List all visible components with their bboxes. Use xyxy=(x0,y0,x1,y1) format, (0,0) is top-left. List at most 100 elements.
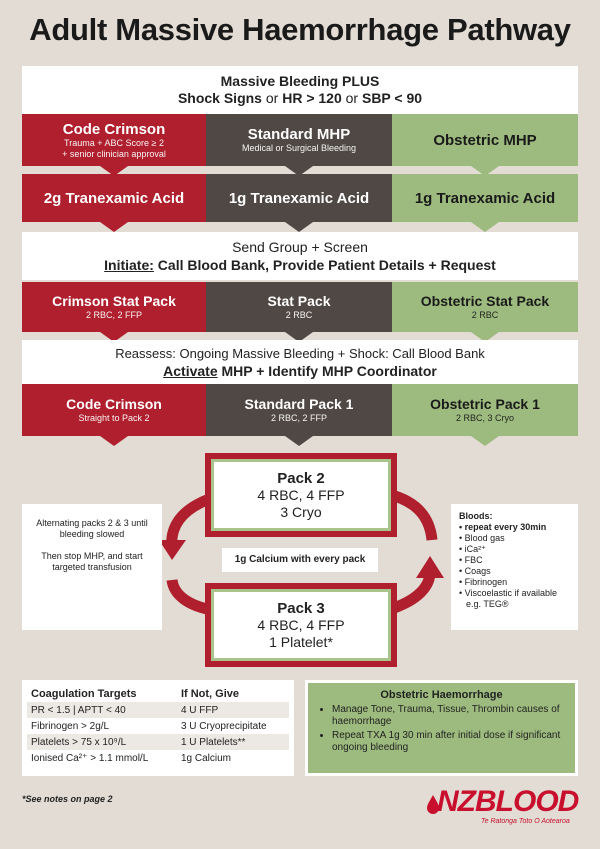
bloods-item-text: Coags xyxy=(464,566,491,576)
bloods-item-text: Blood gas xyxy=(464,533,505,543)
coag-target: Fibrinogen > 2g/L xyxy=(31,720,110,732)
txa-obstetric: 1g Tranexamic Acid xyxy=(392,174,578,232)
stat-pack-label: Obstetric Stat Pack xyxy=(420,293,550,309)
footnote: *See notes on page 2 xyxy=(22,794,113,804)
table-row: PR < 1.5 | APTT < 40 4 U FFP xyxy=(27,702,289,718)
initiate-keyword: Initiate: xyxy=(104,257,154,273)
obstetric-list: Manage Tone, Trauma, Tissue, Thrombin ca… xyxy=(318,704,565,754)
reassess-line2: Activate MHP + Identify MHP Coordinator xyxy=(22,362,578,380)
pack3-inner: Pack 3 4 RBC, 4 FFP 1 Platelet* xyxy=(214,592,388,658)
coag-target: PR < 1.5 | APTT < 40 xyxy=(27,702,177,718)
standard-pack1: Standard Pack 1 2 RBC, 2 FFP xyxy=(206,384,392,446)
coag-give: 1g Calcium xyxy=(180,752,231,764)
pack3-line2: 1 Platelet* xyxy=(269,633,333,650)
pathway-label: Code Crimson xyxy=(62,120,166,138)
standard-mhp-pathway: Standard MHP Medical or Surgical Bleedin… xyxy=(206,114,392,176)
pathway-sub: Medical or Surgical Bleeding xyxy=(241,143,357,153)
right-arrowhead xyxy=(416,556,444,578)
stat-pack-sub: 2 RBC xyxy=(285,310,313,320)
bloods-item: • Fibrinogen xyxy=(459,577,508,587)
coag-target: Platelets > 75 x 10⁹/L xyxy=(27,734,177,750)
obstetric-haemorrhage-panel: Obstetric Haemorrhage Manage Tone, Traum… xyxy=(305,680,578,776)
txa-label: 1g Tranexamic Acid xyxy=(414,189,556,207)
coag-header: Coagulation Targets xyxy=(31,688,137,700)
trigger-line2: Shock Signs or HR > 120 or SBP < 90 xyxy=(22,90,578,107)
bloods-item-text: iCa²⁺ xyxy=(464,544,486,554)
bloods-item: • repeat every 30min xyxy=(459,522,547,532)
pack2-title: Pack 2 xyxy=(277,469,325,487)
stat-pack-sub: 2 RBC xyxy=(471,310,499,320)
pack2-frame: Pack 2 4 RBC, 4 FFP 3 Cryo xyxy=(211,459,391,531)
coag-give: 3 U Cryoprecipitate xyxy=(180,720,267,732)
txa-label: 1g Tranexamic Acid xyxy=(228,189,370,207)
code-crimson-pack: Code Crimson Straight to Pack 2 xyxy=(22,384,206,446)
pack3-title: Pack 3 xyxy=(277,599,325,617)
txa-row: 2g Tranexamic Acid 1g Tranexamic Acid 1g… xyxy=(22,174,578,232)
pack3-line1: 4 RBC, 4 FFP xyxy=(257,616,345,633)
or-text: or xyxy=(341,90,362,106)
txa-label: 2g Tranexamic Acid xyxy=(43,189,185,207)
pack1-row: Code Crimson Straight to Pack 2 Standard… xyxy=(22,384,578,446)
stat-pack-sub: 2 RBC, 2 FFP xyxy=(85,310,142,320)
bloods-item: • FBC xyxy=(459,555,483,565)
bloods-item: • Coags xyxy=(459,566,491,576)
sbp-criterion: SBP < 90 xyxy=(361,90,423,106)
stat-pack-row: Crimson Stat Pack 2 RBC, 2 FFP Stat Pack… xyxy=(22,282,578,342)
trigger-band: Massive Bleeding PLUS Shock Signs or HR … xyxy=(22,66,578,114)
obstetric-title: Obstetric Haemorrhage xyxy=(380,689,503,701)
pack1-sub: Straight to Pack 2 xyxy=(78,413,150,423)
obstetric-pack1: Obstetric Pack 1 2 RBC, 3 Cryo xyxy=(392,384,578,446)
alternating-note: Alternating packs 2 & 3 until bleeding s… xyxy=(22,504,162,630)
logo-tagline: Te Ratonga Toto O Aotearoa xyxy=(481,818,570,825)
table-row: Fibrinogen > 2g/L 3 U Cryoprecipitate xyxy=(27,718,289,734)
hr-criterion: HR > 120 xyxy=(282,90,342,106)
nzblood-logo: NZBLOOD Te Ratonga Toto O Aotearoa xyxy=(425,782,580,832)
coag-give: 4 U FFP xyxy=(176,702,289,718)
initiate-band: Send Group + Screen Initiate: Call Blood… xyxy=(22,232,578,280)
pathway-sub: Trauma + ABC Score ≥ 2 xyxy=(64,137,164,148)
pack2-box: Pack 2 4 RBC, 4 FFP 3 Cryo xyxy=(205,453,397,537)
bloods-item: • Blood gas xyxy=(459,533,505,543)
pack2-line2: 3 Cryo xyxy=(280,503,322,520)
pack1-label: Obstetric Pack 1 xyxy=(430,396,540,412)
bloods-item-text: repeat every 30min xyxy=(464,522,547,532)
coag-table: Coagulation Targets If Not, Give PR < 1.… xyxy=(27,686,289,766)
pack2-line1: 4 RBC, 4 FFP xyxy=(257,486,345,503)
txa-crimson: 2g Tranexamic Acid xyxy=(22,174,206,232)
code-crimson-pathway: Code Crimson Trauma + ABC Score ≥ 2 + se… xyxy=(22,114,206,176)
initiate-rest: Call Blood Bank, Provide Patient Details… xyxy=(153,257,496,273)
pack1-label: Standard Pack 1 xyxy=(244,396,354,412)
pack3-frame: Pack 3 4 RBC, 4 FFP 1 Platelet* xyxy=(211,589,391,661)
reassess-band: Reassess: Ongoing Massive Bleeding + Sho… xyxy=(22,340,578,384)
standard-stat-pack: Stat Pack 2 RBC xyxy=(206,282,392,342)
or-text: or xyxy=(261,90,283,106)
reassess-keyword: Activate xyxy=(163,363,218,379)
table-row: Platelets > 75 x 10⁹/L 1 U Platelets** xyxy=(27,734,289,750)
obstetric-mhp-pathway: Obstetric MHP xyxy=(392,114,578,176)
stat-pack-label: Stat Pack xyxy=(267,293,331,309)
alternating-text: Alternating packs 2 & 3 until bleeding s… xyxy=(36,518,148,539)
logo-text: NZBLOOD xyxy=(437,785,579,818)
bloods-title: Bloods: xyxy=(459,511,493,521)
coag-header: If Not, Give xyxy=(180,688,240,700)
coag-header-row: Coagulation Targets If Not, Give xyxy=(27,686,289,702)
pack1-sub: 2 RBC, 2 FFP xyxy=(270,413,327,423)
pack1-sub: 2 RBC, 3 Cryo xyxy=(455,413,515,423)
left-arrowhead xyxy=(159,540,186,560)
bloods-item-text: Fibrinogen xyxy=(464,577,508,587)
bloods-item: • iCa²⁺ xyxy=(459,544,486,554)
coag-target: Ionised Ca²⁺ > 1.1 mmol/L xyxy=(31,752,149,764)
pack1-label: Code Crimson xyxy=(66,396,162,412)
page-title: Adult Massive Haemorrhage Pathway xyxy=(29,12,571,47)
pack3-box: Pack 3 4 RBC, 4 FFP 1 Platelet* xyxy=(205,583,397,667)
logo-blood: BLOOD xyxy=(475,785,579,818)
list-item: Manage Tone, Trauma, Tissue, Thrombin ca… xyxy=(332,704,565,728)
pack2-inner: Pack 2 4 RBC, 4 FFP 3 Cryo xyxy=(214,462,388,528)
bloods-item: • Viscoelastic if available e.g. TEG® xyxy=(459,588,558,609)
obstetric-stat-pack: Obstetric Stat Pack 2 RBC xyxy=(392,282,578,342)
table-row: Ionised Ca²⁺ > 1.1 mmol/L 1g Calcium xyxy=(27,750,289,766)
bloods-panel: Bloods: • repeat every 30min • Blood gas… xyxy=(451,504,578,630)
logo-nz: NZ xyxy=(437,785,476,818)
stat-pack-label: Crimson Stat Pack xyxy=(52,293,176,309)
trigger-line1: Massive Bleeding PLUS xyxy=(220,73,380,89)
